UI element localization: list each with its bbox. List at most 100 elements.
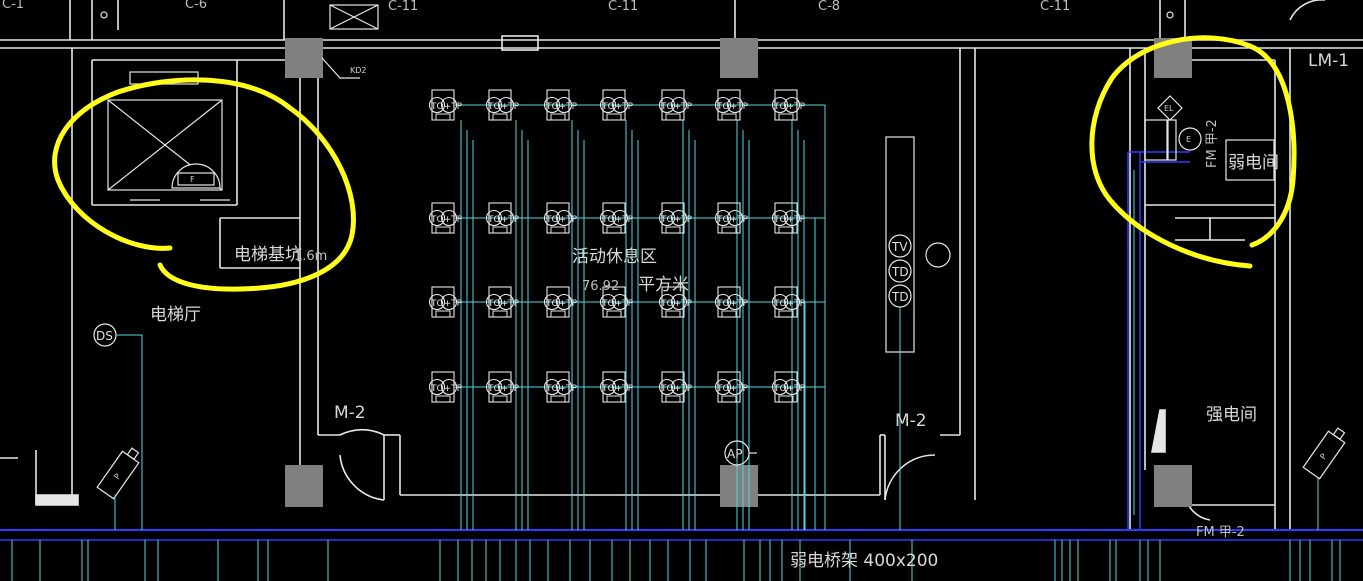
floor-socket-label: TO+TP — [430, 299, 463, 309]
el-symbol: EL — [1164, 104, 1174, 113]
activity-area-label: 活动休息区 — [572, 247, 657, 267]
door-label-right: M-2 — [895, 411, 927, 431]
floor-socket-label: TO+TP — [545, 384, 578, 394]
floor-socket-label: TO+TP — [773, 102, 806, 112]
cable-drops — [11, 540, 1341, 581]
cable-tray — [0, 151, 1363, 541]
p-outlet-left: P — [96, 447, 140, 500]
floor-socket: TO+TP — [428, 202, 463, 234]
ap-symbol-shape — [724, 440, 757, 466]
e-symbol: E — [1186, 135, 1191, 144]
column — [285, 465, 323, 507]
floor-socket: TO+TP — [714, 371, 749, 403]
floor-socket: TO+TP — [714, 202, 749, 234]
floor-socket: TO+TP — [485, 89, 520, 121]
floor-socket: TO+TP — [771, 371, 806, 403]
floor-socket: TO+TP — [658, 286, 693, 318]
floor-socket-label: TO+TP — [601, 215, 634, 225]
walls — [0, 0, 1363, 530]
floor-socket-label: TO+TP — [545, 215, 578, 225]
lm1-label: LM-1 — [1308, 51, 1349, 71]
floor-socket: TO+TP — [428, 89, 463, 121]
floor-socket: TO+TP — [658, 371, 693, 403]
tv-symbol: TV — [891, 240, 908, 254]
floor-socket: TO+TP — [658, 89, 693, 121]
weak-room-equipment — [1144, 95, 1275, 181]
floor-socket-label: TO+TP — [487, 384, 520, 394]
floor-socket-label: TO+TP — [487, 215, 520, 225]
floor-socket-label: TO+TP — [430, 102, 463, 112]
floor-socket: TO+TP — [771, 286, 806, 318]
floor-socket: TO+TP — [599, 89, 634, 121]
floor-socket: TO+TP — [599, 286, 634, 318]
floor-socket: TO+TP — [543, 202, 578, 234]
floor-socket-label: TO+TP — [716, 384, 749, 394]
floor-socket: TO+TP — [485, 286, 520, 318]
floor-socket: TO+TP — [599, 371, 634, 403]
floor-socket-label: TO+TP — [601, 299, 634, 309]
td-symbol-2: TD — [891, 290, 909, 304]
floor-socket: TO+TP — [658, 202, 693, 234]
column — [1154, 465, 1192, 507]
floor-socket-label: TO+TP — [430, 215, 463, 225]
grid-labels: C-1 C-6 C-11 C-11 C-8 C-11 — [2, 0, 1070, 14]
media-panel — [885, 136, 951, 353]
elevator-pit-label: 电梯基坑 — [234, 245, 302, 265]
col-label-4: C-11 — [608, 0, 638, 14]
floor-socket: TO+TP — [771, 202, 806, 234]
floor-socket-label: TO+TP — [545, 102, 578, 112]
floor-socket-label: TO+TP — [716, 102, 749, 112]
wiring — [455, 104, 826, 530]
p-outlet-right: P — [1302, 427, 1346, 480]
column — [285, 38, 323, 78]
elevator-hall-label: 电梯厅 — [150, 305, 201, 325]
weak-room-label: 弱电间 — [1228, 153, 1279, 173]
floor-socket-label: TO+TP — [660, 384, 693, 394]
floor-socket-label: TO+TP — [660, 102, 693, 112]
ds-symbol: DS — [96, 329, 113, 343]
column — [720, 38, 758, 78]
svg-text:FM 甲-2: FM 甲-2 — [1205, 119, 1220, 168]
svg-text:P: P — [112, 472, 122, 481]
floor-socket: TO+TP — [771, 89, 806, 121]
col-label-3: C-11 — [388, 0, 418, 14]
elevator-pit-depth: 1.6m — [294, 249, 327, 264]
floor-socket-label: TO+TP — [601, 384, 634, 394]
activity-area-size: 76.92 — [582, 279, 619, 294]
col-label-1: C-1 — [2, 0, 24, 12]
td-symbol-1: TD — [891, 265, 909, 279]
floor-socket-label: TO+TP — [716, 215, 749, 225]
floor-socket-label: TO+TP — [545, 299, 578, 309]
floor-socket: TO+TP — [543, 89, 578, 121]
floor-socket: TO+TP — [485, 371, 520, 403]
exhaust-box — [100, 4, 1174, 79]
floor-socket: TO+TP — [599, 202, 634, 234]
floor-socket: TO+TP — [428, 286, 463, 318]
floor-socket: TO+TP — [714, 89, 749, 121]
floor-socket: TO+TP — [714, 286, 749, 318]
floor-socket-label: TO+TP — [773, 384, 806, 394]
floor-socket-label: TO+TP — [601, 102, 634, 112]
elevator-symbol-label: F — [190, 175, 195, 184]
bottom-partial-label: .... — [530, 573, 547, 581]
strong-room-door: FM 甲-2 — [1196, 525, 1245, 540]
floor-socket: TO+TP — [428, 371, 463, 403]
strong-room-label: 强电间 — [1206, 405, 1257, 425]
floor-socket: TO+TP — [543, 371, 578, 403]
floor-socket-label: TO+TP — [773, 215, 806, 225]
svg-text:P: P — [1318, 452, 1328, 461]
kd2-label: KD2 — [350, 66, 367, 75]
col-label-5: C-8 — [818, 0, 840, 14]
col-label-6: C-11 — [1040, 0, 1070, 14]
floor-socket-label: TO+TP — [716, 299, 749, 309]
floor-socket-label: TO+TP — [660, 215, 693, 225]
column — [720, 465, 758, 507]
highlight-elevator — [52, 77, 356, 292]
door-label-left: M-2 — [334, 403, 366, 423]
highlight-annotations — [52, 35, 1297, 292]
floor-socket-label: TO+TP — [773, 299, 806, 309]
floor-socket: TO+TP — [543, 286, 578, 318]
col-label-2: C-6 — [185, 0, 207, 12]
floor-socket-label: TO+TP — [487, 299, 520, 309]
